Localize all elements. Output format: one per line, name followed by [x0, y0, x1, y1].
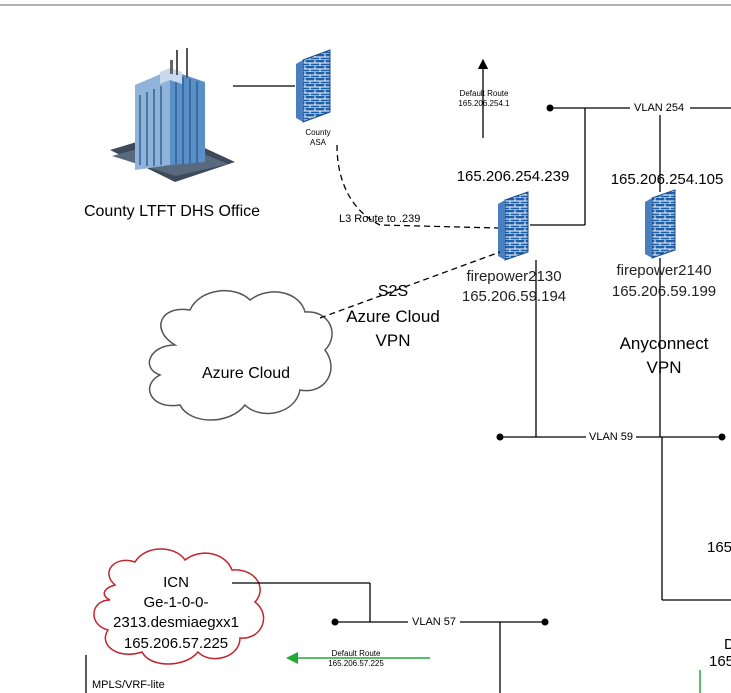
firepower2140-firewall-icon	[645, 189, 676, 259]
anyconnect-label-1: Anyconnect	[619, 334, 709, 353]
fp2140-ip-bottom: 165.206.59.199	[611, 283, 717, 300]
vlan57-endpoint-right	[541, 618, 549, 626]
fp2130-name: firepower2130	[466, 268, 562, 285]
county-asa-firewall-icon	[296, 49, 331, 123]
firepower2130-firewall-icon	[498, 191, 529, 261]
default-route-top-label-2: 165.206.254.1	[458, 99, 510, 108]
fp2140-ip-top: 165.206.254.105	[610, 171, 724, 188]
default-route-bottom-label-2: 165.206.57.225	[328, 659, 384, 668]
office-building-icon	[110, 48, 235, 182]
vlan59-endpoint-left	[496, 433, 504, 441]
s2s-label-2: Azure Cloud	[346, 307, 440, 326]
cutoff-label-bottom-2: 165	[709, 653, 731, 670]
vlan59-endpoint-right	[718, 433, 726, 441]
vlan57-endpoint-left	[331, 618, 339, 626]
mpls-label: MPLS/VRF-lite	[92, 679, 165, 691]
icn-label-1: ICN	[163, 574, 189, 591]
icn-label-4: 165.206.57.225	[123, 635, 229, 652]
s2s-vpn-dashed-link	[319, 251, 501, 319]
office-label: County LTFT DHS Office	[83, 203, 261, 220]
anyconnect-label-2: VPN	[646, 358, 682, 377]
s2s-label-3: VPN	[375, 331, 411, 350]
azure-cloud-shape	[148, 290, 333, 421]
default-route-bottom-label-1: Default Route	[331, 649, 381, 658]
fp2140-name: firepower2140	[616, 262, 712, 279]
fp2130-ip-top: 165.206.254.239	[456, 168, 570, 185]
vlan59-label: VLAN 59	[589, 431, 634, 443]
s2s-label-1: S2S	[377, 283, 409, 300]
county-asa-label-1: County	[305, 128, 331, 137]
county-asa-label-2: ASA	[309, 138, 327, 147]
l3-route-label: L3 Route to .239	[339, 213, 421, 225]
icn-label-3: 2313.desmiaegxx1	[113, 614, 239, 631]
icn-cloud-shape	[93, 548, 265, 665]
default-route-top-label-1: Default Route	[459, 89, 509, 98]
azure-cloud-label: Azure Cloud	[201, 365, 291, 382]
l3-route-dashed-link	[336, 144, 499, 229]
cutoff-label-mid: 165	[707, 539, 731, 556]
vlan254-endpoint	[546, 104, 554, 112]
vlan57-label: VLAN 57	[412, 616, 457, 628]
cutoff-label-bottom-1: D	[724, 636, 731, 653]
icn-label-2: Ge-1-0-0-	[143, 594, 209, 611]
vlan254-label: VLAN 254	[634, 102, 685, 114]
fp2130-ip-bottom: 165.206.59.194	[461, 288, 567, 305]
